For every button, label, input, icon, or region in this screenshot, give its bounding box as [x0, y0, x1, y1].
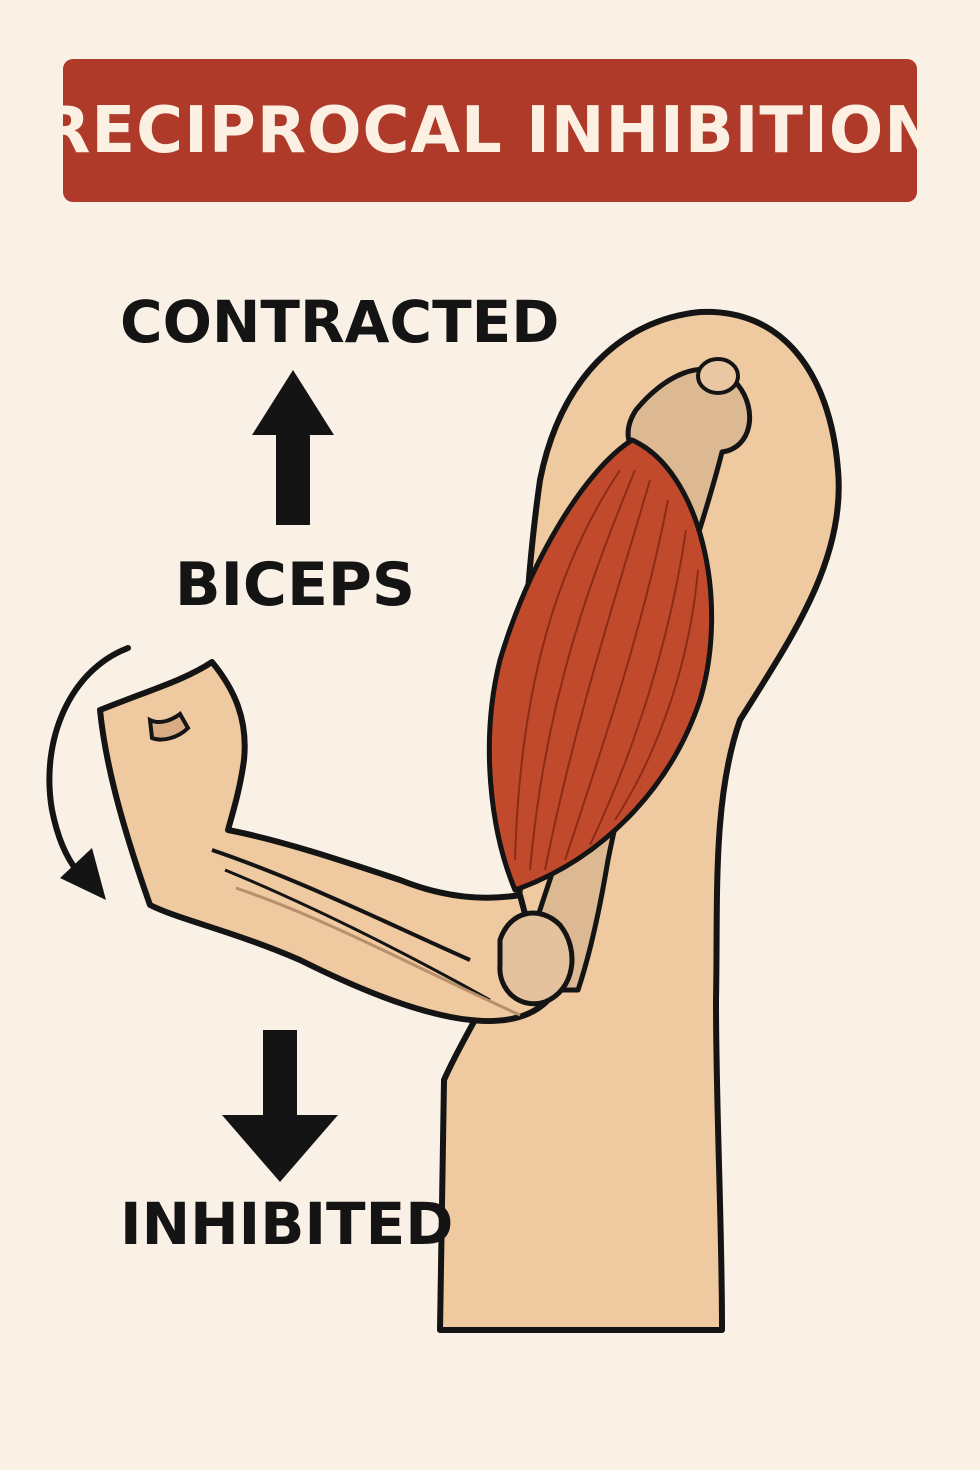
- inhibited-label: INHIBITED: [120, 1190, 454, 1258]
- biceps-label: BICEPS: [174, 550, 416, 620]
- forearm-line: [235, 886, 521, 1017]
- down-arrow-icon: [222, 1030, 338, 1182]
- rotation-arrow-icon: [46, 645, 131, 900]
- title-banner: RECIPROCAL INHIBITION: [41, 59, 938, 202]
- muscle-fibers: [514, 469, 699, 871]
- forearm-line: [211, 848, 471, 962]
- knuckle-detail: [147, 711, 191, 742]
- elbow-joint: [497, 910, 575, 1007]
- bone-head: [696, 357, 740, 395]
- forearm-shape: [97, 659, 551, 1024]
- diagram-title: RECIPROCAL INHIBITION: [41, 93, 939, 168]
- up-arrow-icon: [252, 370, 334, 525]
- forearm-line: [224, 868, 491, 1002]
- contracted-label: CONTRACTED: [120, 288, 560, 356]
